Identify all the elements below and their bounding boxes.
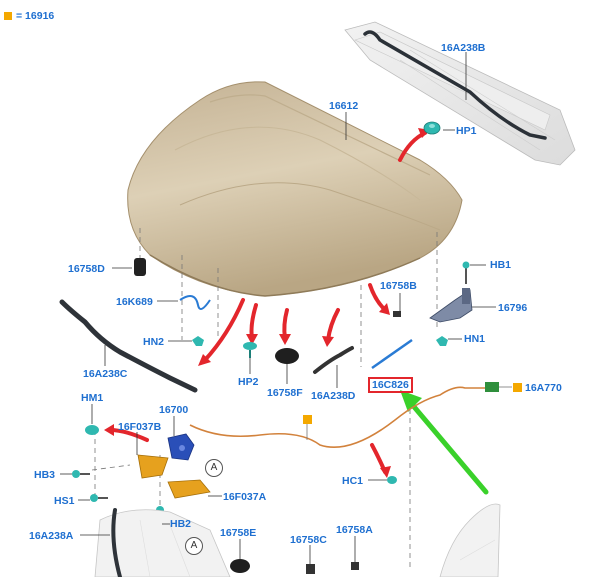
harness-clip-icon [303,415,312,424]
hood-panel [127,81,463,297]
bracket-16f037a [167,479,211,499]
wiring-harness [189,386,490,448]
hb3-bolt-icon [72,470,90,478]
label-hs1: HS1 [54,495,75,507]
pad-16758d-icon [134,258,146,276]
label-16f037b: 16F037B [118,421,162,433]
front-body-structure-right [439,503,501,577]
seal-16a238c [59,299,198,393]
hn2-nut-icon [192,336,204,346]
label-16k689: 16K689 [116,296,153,308]
hood-hinge-16796 [429,288,473,323]
connector-16a770-icon [485,382,512,392]
label-16a238c: 16A238C [83,368,128,380]
hp2-pin-icon [243,342,257,358]
pad-16758c-icon [306,564,315,574]
hs1-screw-icon [90,494,108,502]
label-16a238d: 16A238D [311,390,356,402]
label-16f037a: 16F037A [223,491,267,503]
front-body-structure-left [94,508,231,577]
label-16758d: 16758D [68,263,105,275]
hood-latch-16700 [167,433,195,461]
seal-16a238d [313,346,354,374]
label-16758a: 16758A [336,524,373,536]
label-hm1: HM1 [81,392,104,404]
hb1-bolt-icon [462,261,470,284]
label-16700: 16700 [159,404,189,416]
label-16a238a: 16A238A [29,530,74,542]
pad-16758a-icon [351,562,359,570]
legend-symbol-icon [4,12,12,20]
hm1-nut-icon [85,425,99,435]
label-hc1: HC1 [342,475,364,487]
callout-a-upper: A [205,459,223,477]
label-16758b: 16758B [380,280,417,292]
label-hn1: HN1 [464,333,486,345]
connector-clip-icon [513,383,522,392]
label-hb3: HB3 [34,469,56,481]
leader-lines [60,52,496,564]
pad-16758b-icon [393,311,401,317]
bumper-16758e-icon [230,559,250,573]
bumper-16758f-icon [275,348,299,364]
label-16c826-highlighted: 16C826 [368,377,413,393]
guide-lines [91,228,438,570]
bracket-16f037b [137,454,169,479]
hc1-clip-icon [387,476,397,484]
label-16758c: 16758C [290,534,327,546]
highlight-arrow [400,390,489,495]
label-hn2: HN2 [143,336,165,348]
label-16758f: 16758F [267,387,303,399]
callout-a-lower: A [185,537,203,555]
hn1-nut-icon [436,336,448,346]
prop-rod-icon [371,338,413,370]
legend-text: = 16916 [16,10,55,22]
label-16a238b: 16A238B [441,42,486,54]
red-arrow-heads [104,128,430,478]
label-16612: 16612 [329,100,359,112]
label-16796: 16796 [498,302,528,314]
label-hb2: HB2 [170,518,192,530]
hp1-bumper-icon [423,121,441,135]
label-16758e: 16758E [220,527,257,539]
hood-wire-16k689 [179,295,211,310]
label-16a770: 16A770 [525,382,562,394]
cowl-panel-top [344,21,576,166]
label-hb1: HB1 [490,259,512,271]
label-hp1: HP1 [456,125,477,137]
label-hp2: HP2 [238,376,259,388]
